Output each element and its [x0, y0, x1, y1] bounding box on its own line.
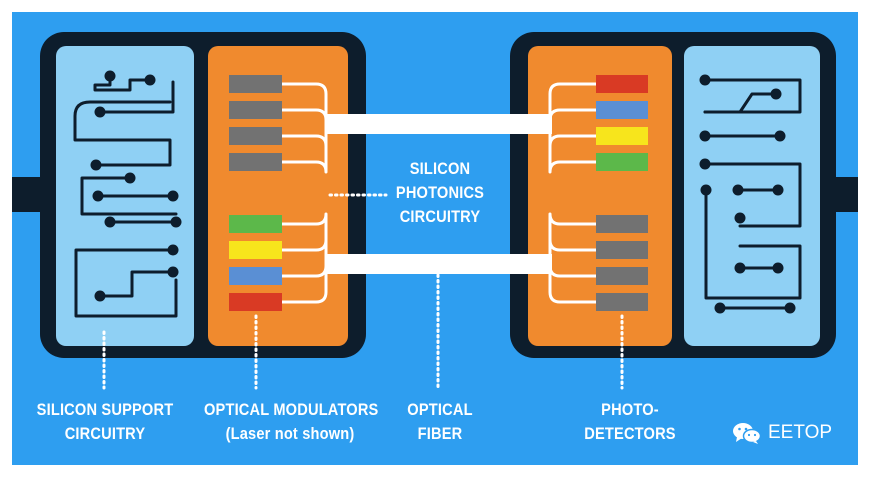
waveguide [280, 122, 328, 174]
silicon-support-label-line2: CIRCUITRY [64, 424, 146, 443]
circuit-trace [704, 188, 802, 300]
circuit-trace [93, 74, 152, 92]
center-label-line3: CIRCUITRY [399, 207, 481, 226]
circuit-node [92, 190, 104, 202]
circuit-trace [73, 126, 172, 167]
modulator-bar [229, 101, 282, 119]
circuit-node [94, 106, 106, 118]
detector-bar [596, 293, 648, 311]
left-connector [12, 177, 42, 212]
circuit-trace [80, 176, 178, 216]
optical-modulators-label: OPTICAL MODULATORS (Laser not shown) [204, 398, 379, 446]
center-label-line1: SILICON [409, 159, 471, 178]
circuit-trace [703, 78, 802, 114]
circuit-node [714, 302, 726, 314]
circuit-node [734, 262, 746, 274]
circuit-node [700, 184, 712, 196]
waveguide [548, 262, 598, 304]
detector-bar [596, 267, 648, 285]
circuit-node [90, 159, 102, 171]
waveguide [548, 108, 598, 126]
circuit-node [732, 184, 744, 196]
watermark: EETOP [732, 420, 832, 446]
center-label-line2: PHOTONICS [395, 183, 485, 202]
optical-modulators-label-line1: OPTICAL MODULATORS [204, 400, 379, 419]
circuit-node [94, 290, 106, 302]
detector-bar [596, 153, 648, 171]
modulator-bar [229, 153, 282, 171]
circuit-node [167, 190, 179, 202]
modulator-bar [229, 215, 282, 233]
waveguide [280, 82, 328, 126]
circuit-trace [703, 92, 778, 114]
silicon-support-label: SILICON SUPPORT CIRCUITRY [32, 398, 178, 446]
waveguide [548, 238, 598, 266]
modulator-bar [229, 267, 282, 285]
circuit-node [784, 302, 796, 314]
circuit-node [144, 74, 156, 86]
modulator-bar [229, 75, 282, 93]
optical-fiber-top [326, 114, 552, 134]
circuit-node [734, 212, 746, 224]
circuit-node [699, 130, 711, 142]
circuit-node [699, 74, 711, 86]
circuit-node [124, 172, 136, 184]
optical-fiber-label-line1: OPTICAL [407, 400, 473, 419]
circuit-node [774, 130, 786, 142]
detector-bar [596, 101, 648, 119]
circuit-trace [98, 270, 175, 298]
silicon-support-label-line1: SILICON SUPPORT [36, 400, 174, 419]
modulator-bar [229, 293, 282, 311]
circuit-node [770, 88, 782, 100]
waveguide [280, 108, 328, 126]
detector-bar [596, 215, 648, 233]
circuit-trace [73, 100, 172, 130]
circuit-node [699, 158, 711, 170]
circuit-node [772, 262, 784, 274]
detector-bar [596, 127, 648, 145]
photo-detectors-label: PHOTO- DETECTORS [578, 398, 681, 446]
right-support-panel [684, 46, 820, 346]
wechat-icon [733, 423, 762, 444]
optical-fiber-label-line2: FIBER [417, 424, 463, 443]
watermark-text: EETOP [768, 422, 833, 443]
circuit-trace [703, 162, 802, 228]
detector-bar [596, 75, 648, 93]
circuit-trace [98, 80, 175, 114]
waveguide [280, 212, 328, 266]
optical-fiber-label: OPTICAL FIBER [397, 398, 483, 446]
center-label: SILICON PHOTONICS CIRCUITRY [384, 157, 496, 229]
photo-detectors-label-line2: DETECTORS [584, 424, 676, 443]
modulator-bar [229, 241, 282, 259]
circuit-node [104, 216, 116, 228]
circuit-trace [74, 248, 178, 318]
waveguide [280, 238, 328, 266]
circuit-node [167, 244, 179, 256]
circuit-node [167, 266, 179, 278]
detector-bar [596, 241, 648, 259]
waveguide [548, 122, 598, 174]
circuit-node [104, 70, 116, 82]
circuit-node [772, 184, 784, 196]
waveguide [280, 262, 328, 304]
modulator-bar [229, 127, 282, 145]
photo-detectors-label-line1: PHOTO- [601, 400, 659, 419]
waveguide [548, 82, 598, 126]
waveguide [548, 212, 598, 266]
optical-modulators-label-line2: (Laser not shown) [225, 424, 355, 443]
